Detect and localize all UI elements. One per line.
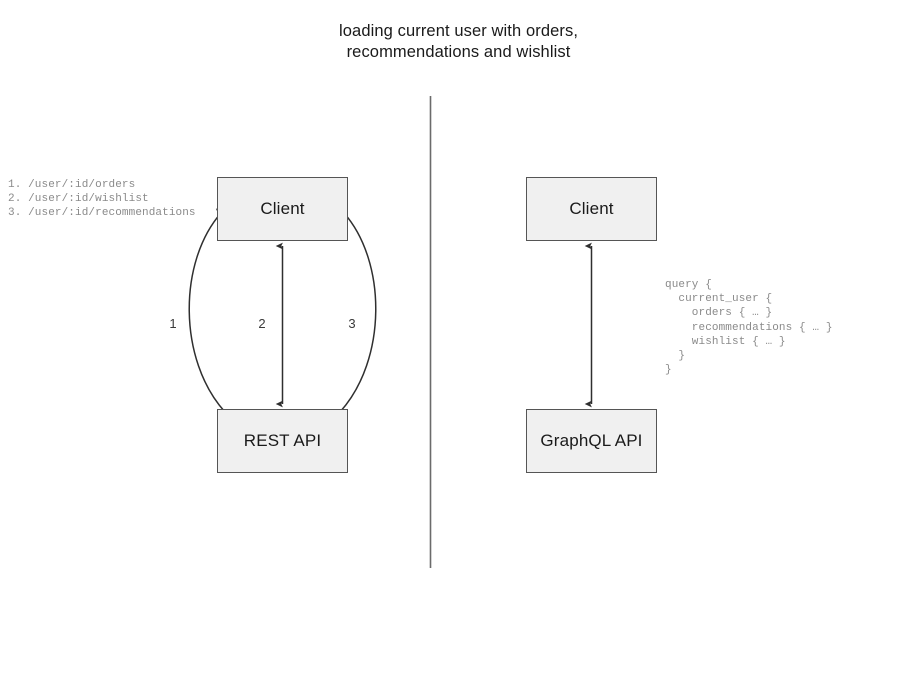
node-rest-client-label: Client xyxy=(260,199,305,218)
edge-label-2: 2 xyxy=(258,316,266,331)
node-rest-client[interactable]: Client xyxy=(217,177,348,241)
node-rest-api[interactable]: REST API xyxy=(217,409,348,473)
edge-label-1: 1 xyxy=(169,316,177,331)
rest-endpoint-list: 1. /user/:id/orders 2. /user/:id/wishlis… xyxy=(8,179,196,220)
node-graphql-client-label: Client xyxy=(569,199,614,218)
edge-1-path xyxy=(188,208,226,413)
graphql-query-annotation: query { current_user { orders { … } reco… xyxy=(665,279,833,377)
edge-label-3: 3 xyxy=(348,316,356,331)
node-graphql-api[interactable]: GraphQL API xyxy=(526,409,657,473)
node-graphql-client[interactable]: Client xyxy=(526,177,657,241)
node-graphql-api-label: GraphQL API xyxy=(540,431,643,450)
node-rest-api-label: REST API xyxy=(243,431,322,450)
diagram-title: loading current user with orders, recomm… xyxy=(339,22,578,61)
edge-3-path xyxy=(338,210,377,413)
